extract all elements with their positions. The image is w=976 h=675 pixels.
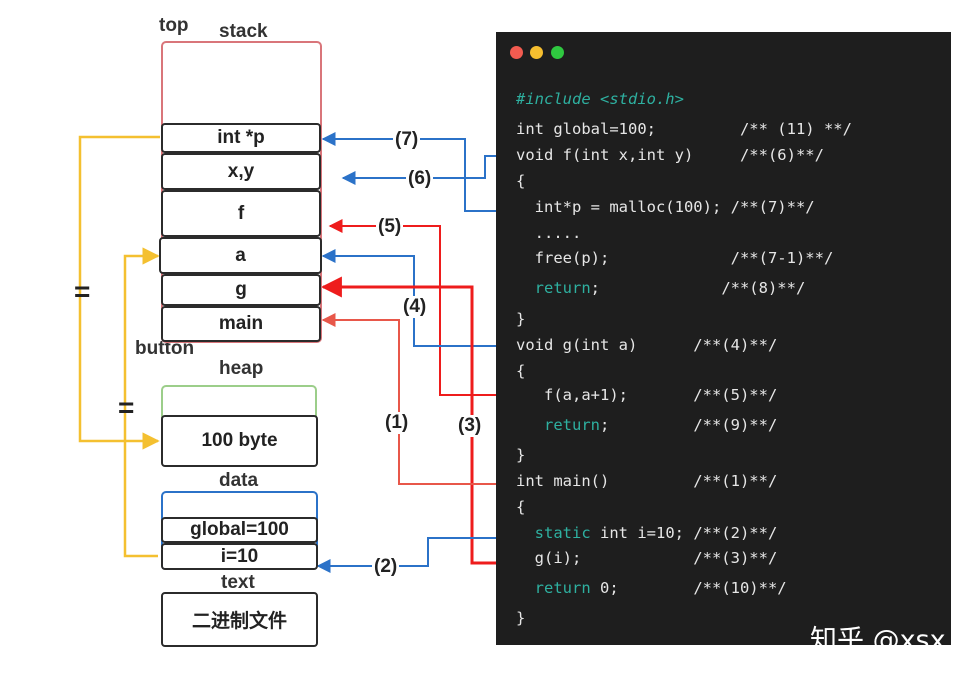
equals-pointer-heap: = bbox=[74, 276, 91, 307]
code-line: int main() /**(1)**/ bbox=[516, 472, 777, 490]
code-line: } bbox=[516, 609, 525, 627]
heap-label: heap bbox=[219, 358, 264, 379]
code-token: g(i); /**(3)**/ bbox=[516, 549, 778, 567]
code-line: int*p = malloc(100); /**(7)**/ bbox=[516, 198, 815, 216]
code-token: return bbox=[534, 279, 591, 297]
code-token: f(a,a+1); /**(5)**/ bbox=[516, 386, 778, 404]
text-block-binary: 二进制文件 bbox=[161, 592, 318, 647]
text-label: text bbox=[221, 572, 255, 593]
code-line: } bbox=[516, 310, 525, 328]
code-line: return 0; /**(10)**/ bbox=[516, 579, 787, 597]
code-token: ; /**(9)**/ bbox=[600, 416, 778, 434]
code-token: { bbox=[516, 172, 526, 190]
code-token: int global=100; /** (11) **/ bbox=[516, 120, 852, 138]
stack-frame-g: g bbox=[161, 274, 321, 306]
code-token: void g(int a) /**(4)**/ bbox=[516, 336, 778, 354]
window-maximize-dot-icon bbox=[551, 46, 564, 59]
watermark: 知乎 @xsx bbox=[810, 625, 946, 656]
code-token: } bbox=[516, 310, 526, 328]
stack-frame-main: main bbox=[161, 306, 321, 342]
step-label-3: (3) bbox=[456, 415, 484, 437]
stack-frame-pointer-p: int *p bbox=[161, 123, 321, 153]
window-close-dot-icon bbox=[510, 46, 523, 59]
code-token: { bbox=[516, 498, 526, 516]
code-line: { bbox=[516, 172, 525, 190]
step-label-2: (2) bbox=[372, 556, 400, 578]
step-label-1: (1) bbox=[383, 412, 411, 434]
code-line: int global=100; /** (11) **/ bbox=[516, 120, 852, 138]
code-token: free(p); /**(7-1)**/ bbox=[516, 249, 834, 267]
code-token bbox=[516, 579, 535, 597]
data-item-global: global=100 bbox=[161, 517, 318, 543]
code-token: return bbox=[544, 416, 600, 434]
code-token: static bbox=[534, 524, 591, 542]
data-item-i: i=10 bbox=[161, 543, 318, 570]
code-token: return bbox=[534, 579, 591, 597]
stack-label: stack bbox=[219, 21, 268, 42]
code-token: ; /**(8)**/ bbox=[590, 279, 806, 297]
code-line: { bbox=[516, 362, 525, 380]
code-line: } bbox=[516, 446, 525, 464]
code-token: int*p = malloc(100); /**(7)**/ bbox=[516, 198, 815, 216]
step-label-4: (4) bbox=[401, 296, 429, 318]
code-line: #include <stdio.h> bbox=[516, 90, 684, 108]
step-label-5: (5) bbox=[376, 216, 404, 238]
code-token: int main() /**(1)**/ bbox=[516, 472, 778, 490]
code-token: 0; /**(10)**/ bbox=[590, 579, 787, 597]
code-line: void f(int x,int y) /**(6)**/ bbox=[516, 146, 824, 164]
code-token bbox=[516, 279, 535, 297]
code-token: #include <stdio.h> bbox=[516, 90, 684, 108]
code-token: } bbox=[516, 609, 526, 627]
arrow-step-1 bbox=[321, 313, 512, 485]
stack-frame-x-y: x,y bbox=[161, 153, 321, 190]
code-line: f(a,a+1); /**(5)**/ bbox=[516, 386, 777, 404]
code-token: } bbox=[516, 446, 526, 464]
code-line: free(p); /**(7-1)**/ bbox=[516, 249, 834, 267]
stack-frame-f: f bbox=[161, 190, 321, 237]
code-editor-panel: #include <stdio.h> int global=100; /** (1… bbox=[496, 32, 951, 645]
code-token bbox=[516, 524, 535, 542]
heap-block-100-byte: 100 byte bbox=[161, 415, 318, 467]
code-line: g(i); /**(3)**/ bbox=[516, 549, 778, 567]
code-token: void f(int x,int y) /**(6)**/ bbox=[516, 146, 824, 164]
code-token bbox=[516, 416, 544, 434]
window-minimize-dot-icon bbox=[530, 46, 543, 59]
top-label: top bbox=[159, 15, 189, 36]
code-line: return; /**(8)**/ bbox=[516, 279, 806, 297]
code-line: void g(int a) /**(4)**/ bbox=[516, 336, 777, 354]
stack-frame-a: a bbox=[159, 237, 322, 274]
bottom-label: button bbox=[135, 338, 195, 359]
step-label-6: (6) bbox=[406, 168, 434, 190]
code-token: int i=10; /**(2)**/ bbox=[590, 524, 778, 542]
equals-a-i: = bbox=[118, 392, 135, 423]
code-line: ..... bbox=[516, 224, 582, 242]
code-line: static int i=10; /**(2)**/ bbox=[516, 524, 778, 542]
data-label: data bbox=[219, 470, 259, 491]
code-token: ..... bbox=[516, 224, 582, 242]
code-token: { bbox=[516, 362, 526, 380]
bracket-a-to-i bbox=[123, 247, 160, 558]
code-line: return; /**(9)**/ bbox=[516, 416, 777, 434]
bracket-pointer-to-heap bbox=[78, 135, 160, 450]
code-line: { bbox=[516, 498, 525, 516]
step-label-7: (7) bbox=[393, 129, 421, 151]
